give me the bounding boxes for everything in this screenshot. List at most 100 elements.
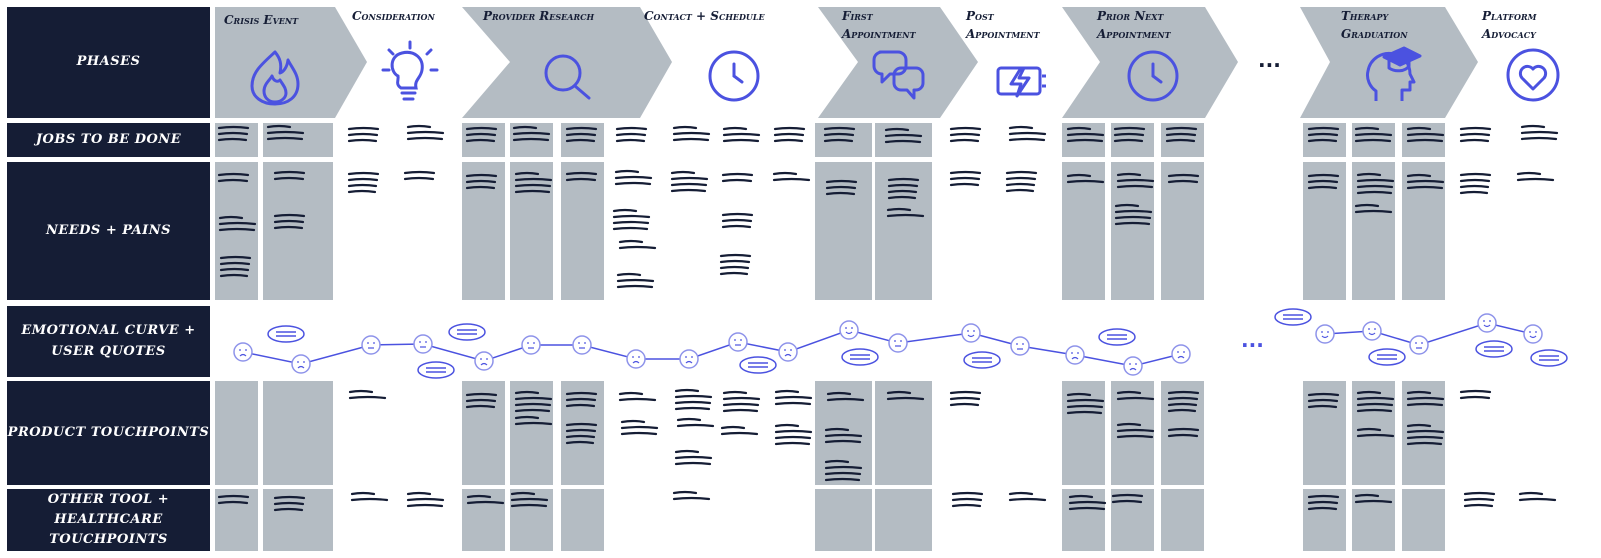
gray-cell	[462, 381, 505, 485]
note-scribble	[465, 173, 498, 190]
gray-cell	[1161, 489, 1204, 551]
quote-bubble	[267, 325, 305, 343]
note-scribble	[1463, 491, 1496, 508]
note-scribble	[1307, 173, 1340, 190]
gray-cell	[1303, 381, 1346, 485]
note-scribble	[1520, 124, 1559, 141]
note-scribble	[722, 126, 761, 143]
note-scribble	[949, 390, 982, 407]
curve-ellipsis: ...	[1241, 328, 1264, 352]
note-scribble	[465, 126, 498, 143]
note-scribble	[1354, 126, 1393, 143]
gray-cell	[1161, 162, 1204, 300]
note-scribble	[565, 171, 598, 182]
note-scribble	[403, 170, 436, 181]
note-scribble	[1516, 171, 1555, 182]
phase-label-prior-next: Prior Next Appointment	[1097, 9, 1171, 41]
note-scribble	[825, 179, 858, 196]
note-scribble	[514, 171, 553, 194]
gray-cell	[263, 489, 333, 551]
note-scribble	[672, 490, 711, 501]
note-scribble	[1459, 126, 1492, 143]
note-scribble	[1307, 126, 1340, 143]
row-label-phases: PHASES	[7, 7, 210, 118]
note-scribble	[1354, 203, 1393, 214]
note-scribble	[674, 388, 713, 411]
note-scribble	[949, 170, 982, 187]
note-scribble	[1008, 125, 1047, 142]
gray-cell	[263, 381, 333, 485]
note-scribble	[719, 253, 752, 276]
quote-bubble	[1368, 348, 1406, 366]
gray-cell	[215, 489, 258, 551]
note-scribble	[273, 213, 306, 230]
gray-cell	[215, 162, 258, 300]
note-scribble	[1307, 392, 1340, 409]
gray-cell	[815, 489, 872, 551]
note-scribble	[565, 126, 598, 143]
phases-ellipsis: ...	[1258, 48, 1281, 72]
battery-charging-icon	[996, 66, 1046, 98]
phase-label-post-appt: Post Appointment	[966, 9, 1040, 41]
note-scribble	[618, 239, 657, 250]
note-scribble	[772, 171, 811, 182]
note-scribble	[1116, 172, 1155, 189]
phase-chevron-research	[462, 7, 672, 118]
note-scribble	[273, 495, 306, 512]
note-scribble	[1406, 126, 1445, 143]
note-scribble	[884, 127, 923, 144]
note-scribble	[773, 126, 806, 143]
note-scribble	[721, 172, 754, 183]
gray-cell	[1402, 489, 1445, 551]
emotion-face	[413, 334, 433, 354]
emotion-face	[474, 351, 494, 371]
note-scribble	[1113, 126, 1146, 143]
emotion-face	[291, 354, 311, 374]
note-scribble	[670, 170, 709, 193]
gray-cell	[875, 489, 932, 551]
note-scribble	[1356, 390, 1395, 413]
note-scribble	[620, 419, 659, 436]
gray-cell	[1402, 162, 1445, 300]
emotion-face	[521, 335, 541, 355]
note-scribble	[350, 491, 389, 502]
emotion-face	[839, 320, 859, 340]
quote-bubble	[1274, 308, 1312, 326]
note-scribble	[824, 459, 863, 482]
gray-cell	[1111, 489, 1154, 551]
note-scribble	[347, 126, 380, 143]
row-label-jobs: JOBS TO BE DONE	[7, 123, 210, 157]
emotion-face	[728, 332, 748, 352]
graduation-head-icon	[1366, 46, 1422, 101]
phase-label-contact: Contact + Schedule	[644, 9, 765, 23]
emotion-face	[1409, 335, 1429, 355]
note-scribble	[722, 390, 761, 413]
emotion-face	[1477, 313, 1497, 333]
note-scribble	[1406, 423, 1445, 446]
note-scribble	[612, 208, 651, 231]
note-scribble	[949, 126, 982, 143]
clock-icon	[1127, 50, 1179, 102]
gray-cell	[815, 162, 872, 300]
note-scribble	[1356, 427, 1395, 438]
gray-cell	[561, 489, 604, 551]
note-scribble	[217, 125, 250, 142]
note-scribble	[720, 425, 759, 436]
note-scribble	[886, 207, 925, 218]
clock-icon	[708, 50, 760, 102]
emotion-face	[1362, 321, 1382, 341]
chat-bubbles-icon	[872, 50, 925, 100]
flame-icon	[250, 50, 300, 106]
note-scribble	[676, 417, 715, 428]
note-scribble	[1066, 392, 1105, 415]
heart-icon	[1506, 48, 1560, 102]
note-scribble	[1116, 422, 1155, 439]
emotion-face	[1010, 336, 1030, 356]
gray-cell	[263, 123, 333, 157]
phase-label-advocacy: Platform Advocacy	[1482, 9, 1537, 41]
note-scribble	[1008, 491, 1047, 502]
quote-bubble	[1098, 328, 1136, 346]
note-scribble	[1066, 173, 1105, 184]
note-scribble	[824, 427, 863, 444]
